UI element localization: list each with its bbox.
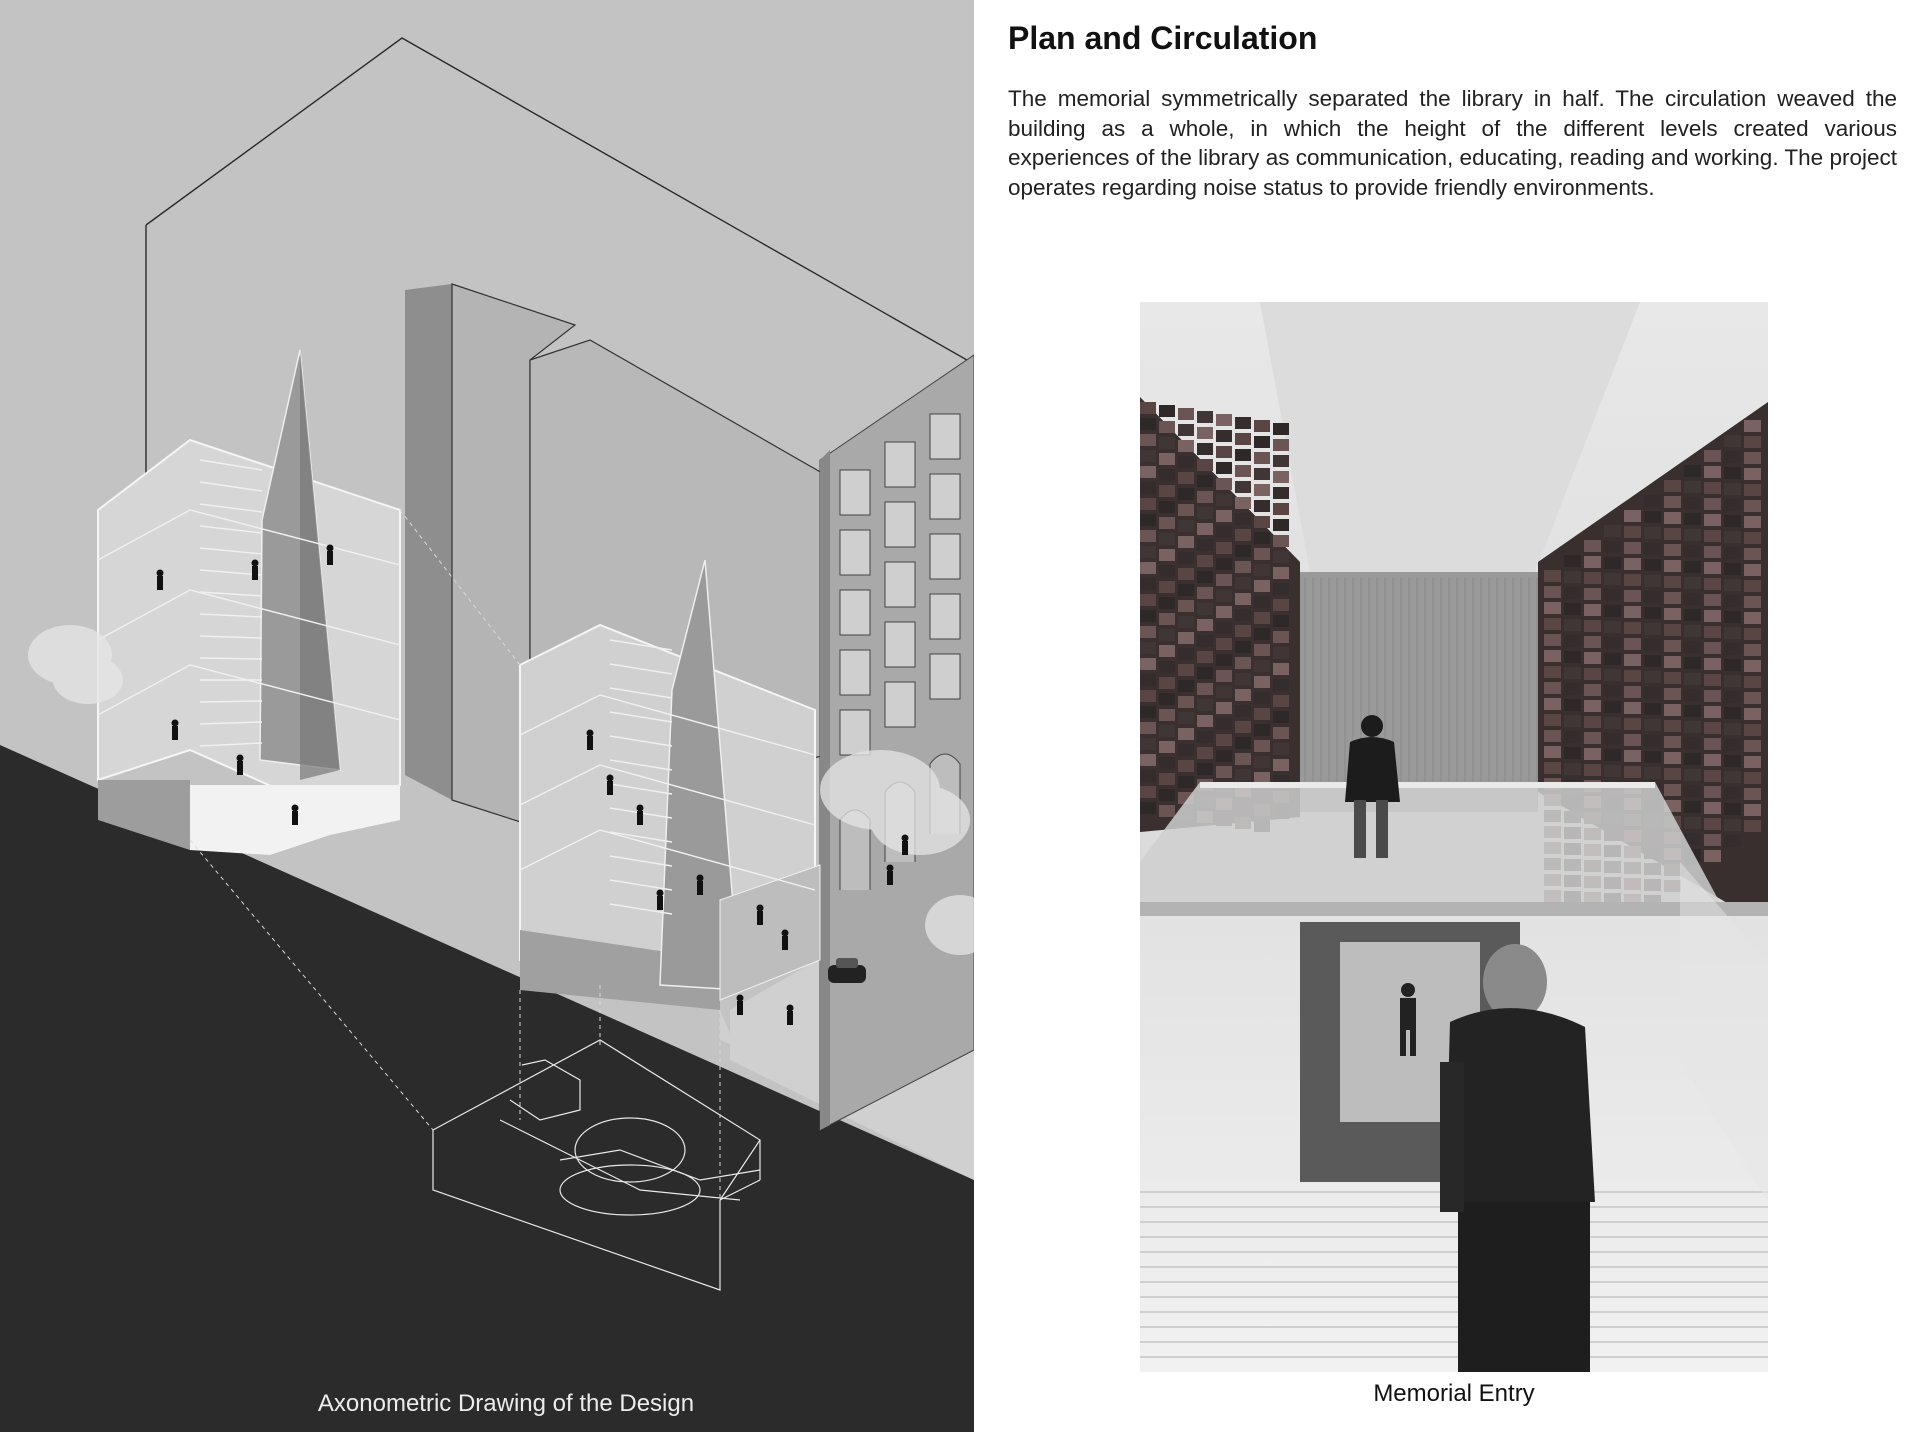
car-icon: [828, 958, 866, 983]
axonometric-caption: Axonometric Drawing of the Design: [317, 1390, 695, 1417]
back-wall: [1300, 572, 1538, 812]
axonometric-illustration: [0, 37, 974, 1432]
left-library-block: [97, 349, 401, 855]
person-in-passage: [1400, 983, 1416, 1056]
right-library-block: [519, 559, 821, 1010]
basement-wireframe: [432, 1039, 761, 1291]
photo-caption: Memorial Entry: [1373, 1380, 1535, 1407]
memorial-entry-rendering: [1140, 302, 1768, 1372]
person-on-bridge: [1345, 715, 1400, 858]
tower-side: [405, 284, 452, 800]
page-title: Plan and Circulation: [1008, 20, 1318, 56]
memorial-entry-photo: [1140, 302, 1768, 1372]
description-paragraph: The memorial symmetrically separated the…: [1008, 86, 1897, 200]
person-foreground: [1440, 944, 1595, 1372]
trees: [28, 625, 974, 955]
ground-plane: [0, 745, 974, 1432]
axonometric-drawing: Axonometric Drawing of the Design: [0, 0, 974, 1432]
projection-lines: [189, 509, 721, 1200]
